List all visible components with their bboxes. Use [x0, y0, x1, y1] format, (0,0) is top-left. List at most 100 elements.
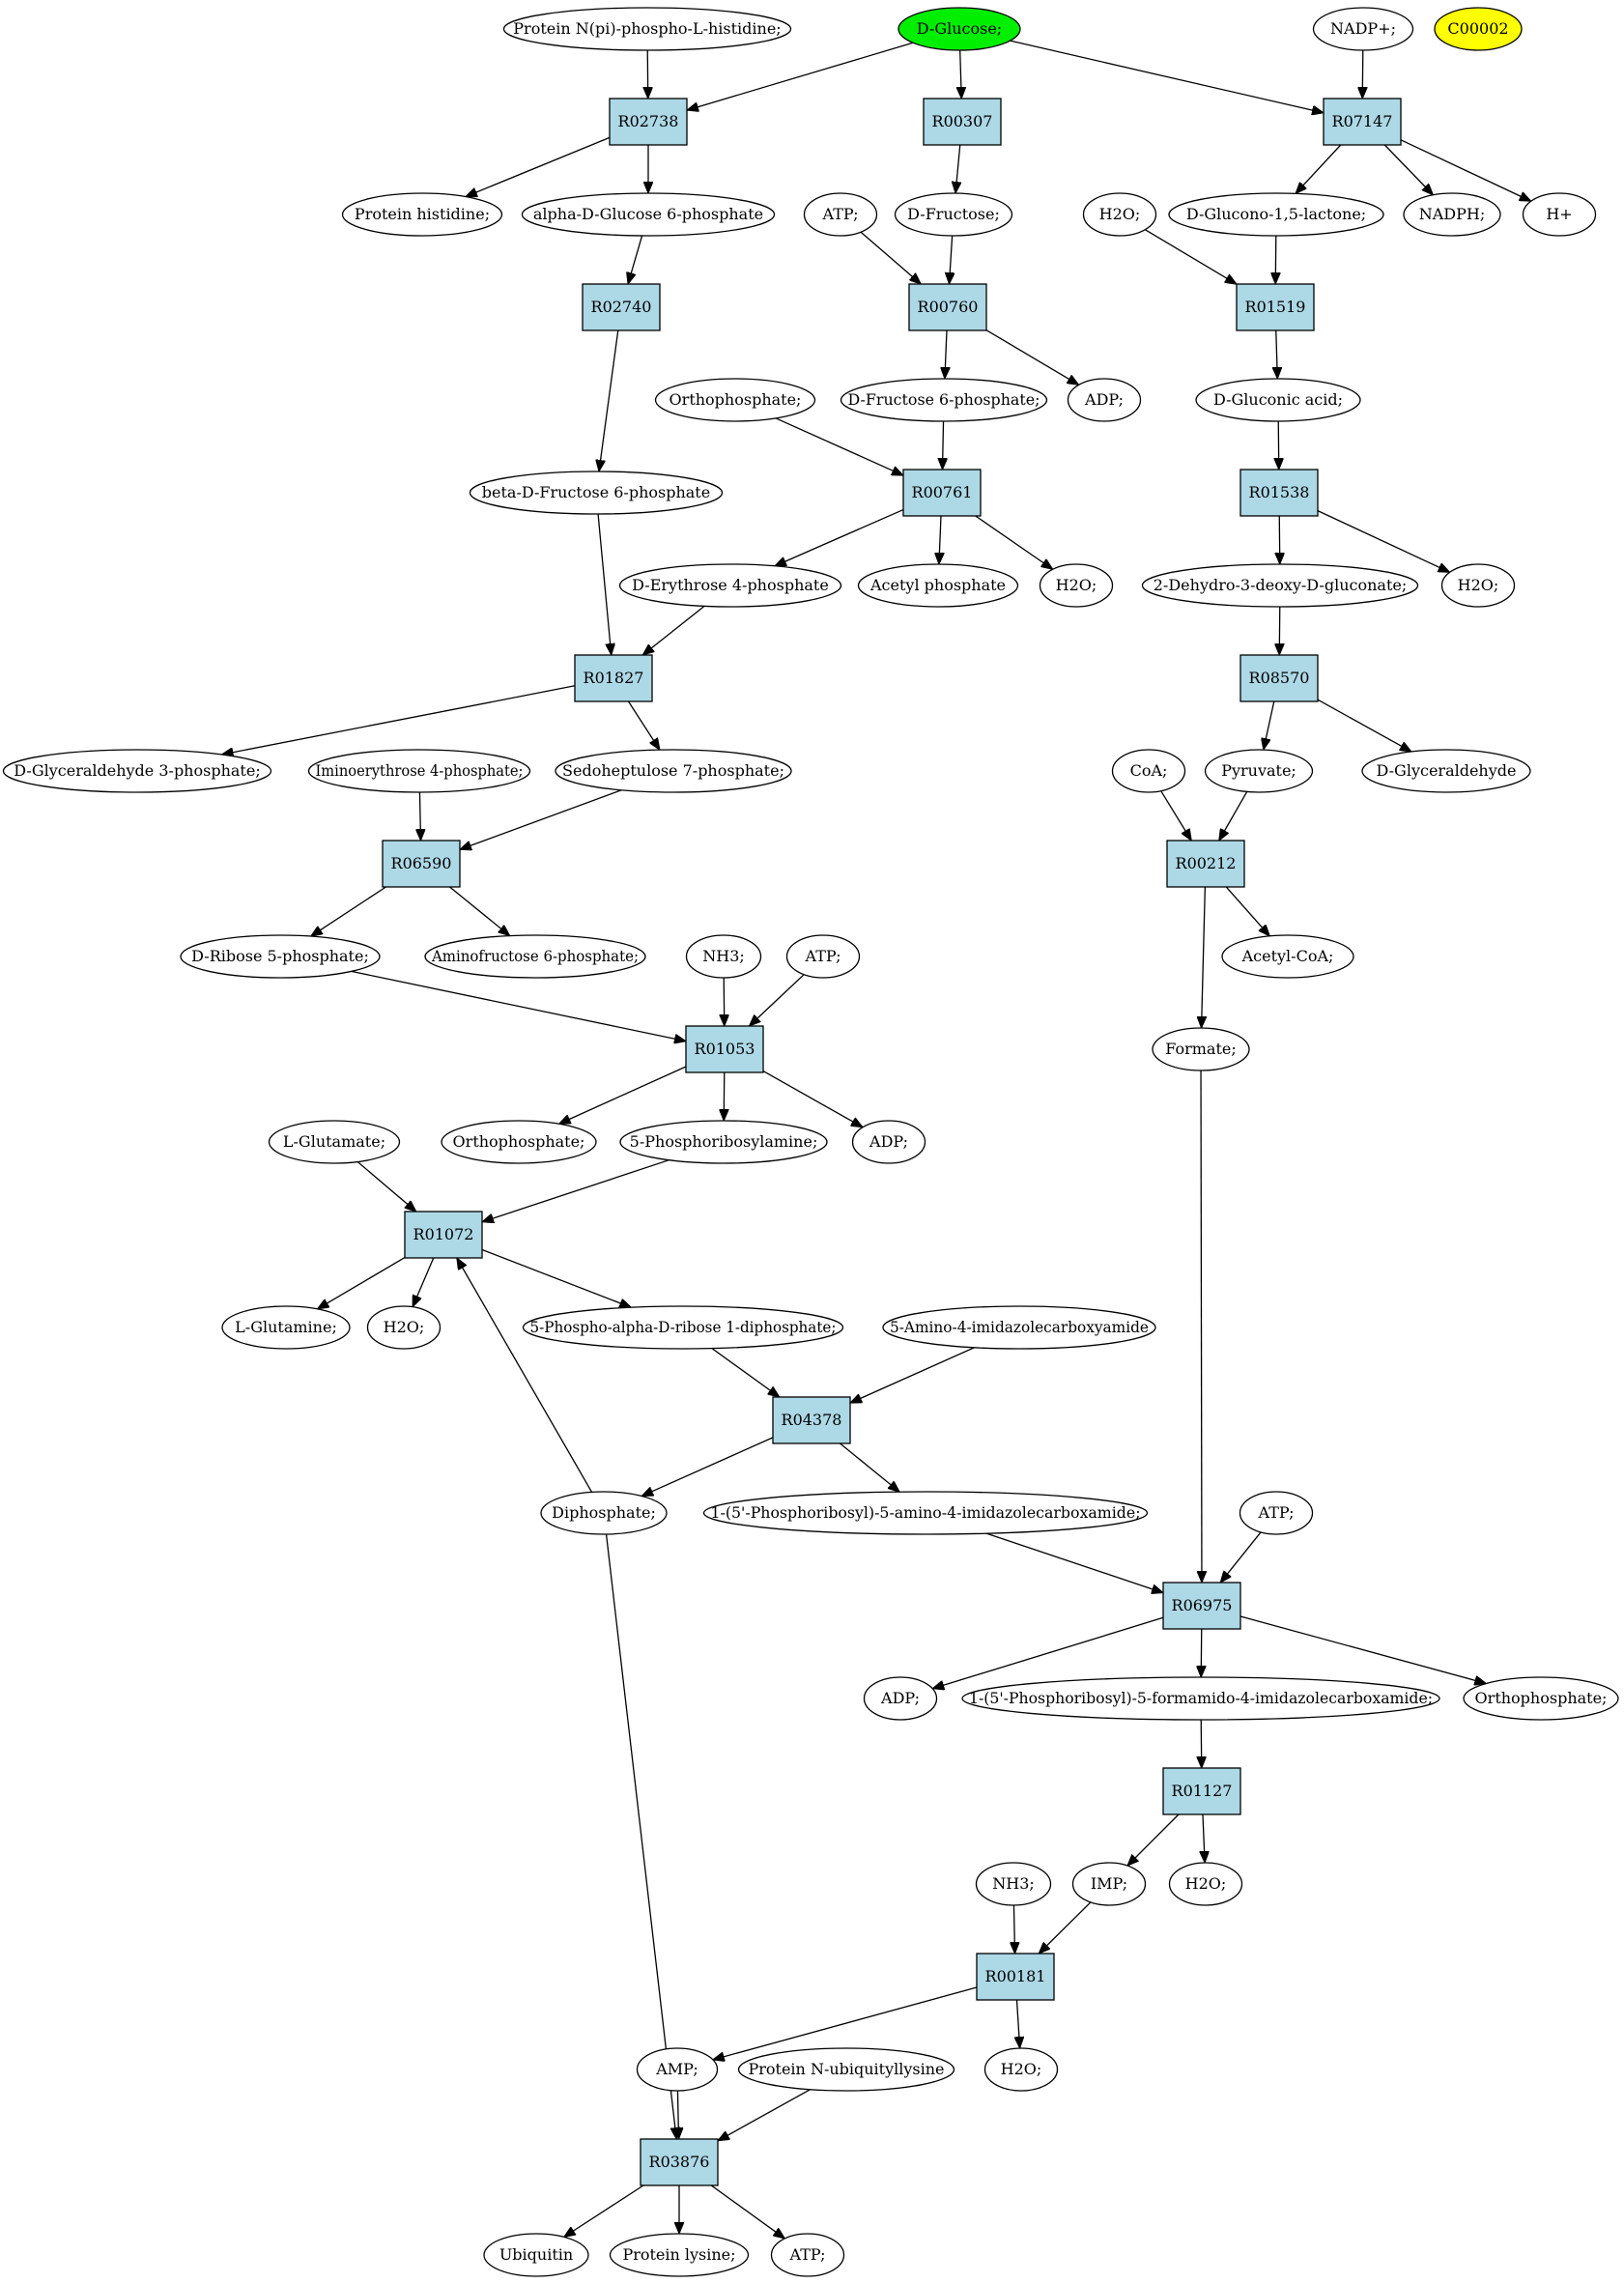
compound-node-c_c00002: C00002: [1434, 7, 1523, 51]
compound-node-c_df6p: D-Fructose 6-phosphate;: [840, 378, 1048, 422]
edge-r_R08570-to-c_dglyc: [1317, 699, 1411, 752]
compound-node-c_atp1: ATP;: [803, 192, 878, 237]
node-label: NH3;: [702, 947, 745, 965]
compound-node-c_nadph: NADPH;: [1403, 192, 1501, 237]
compound-node-c_dglucose: D-Glucose;: [897, 7, 1021, 51]
node-label: 2-Dehydro-3-deoxy-D-gluconate;: [1154, 576, 1407, 594]
edge-r_R02740-to-c_bdf6p: [599, 329, 619, 471]
edge-r_R06590-to-c_af6p: [449, 886, 510, 936]
edge-r_R06590-to-c_dr5p: [311, 886, 386, 936]
compound-node-c_nh3b: NH3;: [975, 1862, 1052, 1906]
compound-ellipse: [483, 2233, 589, 2277]
node-label: Protein histidine;: [355, 205, 490, 223]
compound-ellipse: [863, 1676, 938, 1721]
edge-c_lglutamate-to-r_R01072: [356, 1161, 416, 1212]
reaction-box: [1236, 283, 1315, 331]
compound-node-c_af6p: Aminofructose 6-phosphate;: [424, 934, 646, 979]
edge-r_R01053-to-c_ortho2: [559, 1066, 687, 1125]
edge-c_atp1-to-r_R00760: [860, 231, 921, 284]
compound-ellipse: [975, 1862, 1052, 1906]
compound-node-c_ubiquitin: Ubiquitin: [483, 2233, 589, 2277]
node-label: R02738: [618, 112, 679, 130]
node-label: ATP;: [1258, 1503, 1295, 1522]
compound-ellipse: [522, 1305, 844, 1350]
edge-r_R01053-to-c_5pra: [724, 1071, 725, 1121]
edge-c_aicar-to-r_R06975: [985, 1532, 1163, 1592]
compound-node-c_imp: IMP;: [1071, 1862, 1147, 1906]
edge-c_diphosphate-to-r_R01072: [457, 1258, 593, 1493]
reaction-node-r_R00212: R00212: [1166, 840, 1245, 888]
compound-ellipse: [770, 2233, 845, 2277]
node-label: D-Glucono-1,5-lactone;: [1186, 205, 1366, 223]
compound-ellipse: [307, 749, 531, 793]
compound-ellipse: [1168, 192, 1384, 237]
node-label: Diphosphate;: [552, 1503, 656, 1522]
compound-ellipse: [803, 192, 878, 237]
reaction-box: [923, 98, 1002, 146]
edge-r_R01127-to-c_imp: [1127, 1813, 1180, 1866]
compound-node-c_prpp: 5-Phospho-alpha-D-ribose 1-diphosphate;: [522, 1305, 844, 1350]
node-label: D-Glyceraldehyde 3-phosphate;: [14, 761, 260, 780]
compound-node-c_dgluconic: D-Gluconic acid;: [1195, 378, 1361, 422]
node-label: H2O;: [1001, 2060, 1042, 2078]
node-label: R08570: [1249, 669, 1310, 687]
compound-ellipse: [502, 7, 792, 51]
compound-node-c_adp1: ADP;: [1067, 378, 1142, 422]
compound-node-c_lglutamate: L-Glutamate;: [268, 1120, 401, 1164]
compound-ellipse: [1463, 1676, 1619, 1721]
edge-c_ortho1-to-r_R00761: [775, 417, 903, 476]
compound-node-c_lglutamine: L-Glutamine;: [221, 1305, 351, 1350]
compound-node-c_acetylcoa: Acetyl-CoA;: [1221, 934, 1354, 979]
compound-node-c_h2o3: H2O;: [1440, 563, 1516, 608]
edge-c_protubq-to-r_R03876: [718, 2089, 811, 2141]
edge-c_pyruvate-to-r_R00212: [1219, 791, 1248, 841]
reaction-box: [685, 1025, 764, 1073]
compound-node-c_protein_histidine: Protein histidine;: [341, 192, 503, 237]
reaction-box: [976, 1953, 1055, 2001]
node-label: Ubiquitin: [499, 2245, 573, 2264]
compound-node-c_s7p: Sedoheptulose 7-phosphate;: [555, 749, 792, 793]
edge-r_R07147-to-c_dglucono: [1296, 144, 1342, 193]
compound-node-c_adg6p: alpha-D-Glucose 6-phosphate: [521, 192, 776, 237]
edge-c_nadp-to-r_R07147: [1362, 49, 1363, 99]
node-label: 1-(5'-Phosphoribosyl)-5-amino-4-imidazol…: [711, 1503, 1141, 1522]
edge-r_R01827-to-c_s7p: [627, 700, 660, 750]
compound-node-c_protnph: Protein N(pi)-phospho-L-histidine;: [502, 7, 792, 51]
compound-node-c_hplus: H+: [1522, 192, 1597, 237]
node-label: R01053: [695, 1040, 755, 1058]
compound-ellipse: [366, 1305, 442, 1350]
node-label: Acetyl-CoA;: [1241, 947, 1334, 965]
compound-ellipse: [785, 934, 861, 979]
compound-ellipse: [1141, 563, 1419, 608]
node-label: beta-D-Fructose 6-phosphate: [482, 483, 710, 501]
node-label: Formate;: [1165, 1040, 1237, 1058]
reaction-node-r_R01538: R01538: [1239, 469, 1319, 517]
node-label: R01827: [584, 669, 644, 687]
compound-node-c_dhdg: 2-Dehydro-3-deoxy-D-gluconate;: [1141, 563, 1419, 608]
reaction-box: [1162, 1582, 1241, 1630]
node-label: H2O;: [1099, 205, 1141, 223]
compound-ellipse: [1361, 749, 1531, 793]
edge-r_R06975-to-c_faicar: [1201, 1628, 1202, 1677]
compound-node-c_ortho1: Orthophosphate;: [654, 378, 816, 422]
node-label: Orthophosphate;: [1475, 1689, 1608, 1707]
compound-ellipse: [540, 1491, 668, 1535]
compound-ellipse: [441, 1120, 597, 1164]
reaction-box: [574, 654, 653, 702]
reaction-box: [908, 283, 987, 331]
compound-ellipse: [1312, 7, 1414, 51]
compound-ellipse: [268, 1120, 401, 1164]
node-label: H2O;: [384, 1318, 425, 1336]
compound-ellipse: [1522, 192, 1597, 237]
node-label: 1-(5'-Phosphoribosyl)-5-formamido-4-imid…: [969, 1689, 1433, 1707]
reaction-node-r_R00760: R00760: [908, 283, 987, 331]
edge-r_R08570-to-c_pyruvate: [1264, 700, 1275, 750]
edge-c_nh3a-to-r_R01053: [724, 977, 725, 1026]
edge-c_df6p-to-r_R00761: [943, 420, 944, 470]
compound-node-c_h2o5: H2O;: [1168, 1862, 1243, 1906]
reaction-box: [582, 283, 661, 331]
edge-r_R07147-to-c_nadph: [1383, 144, 1433, 195]
compound-node-c_ie4p: Iminoerythrose 4-phosphate;: [307, 749, 531, 793]
node-label: ADP;: [880, 1689, 920, 1707]
